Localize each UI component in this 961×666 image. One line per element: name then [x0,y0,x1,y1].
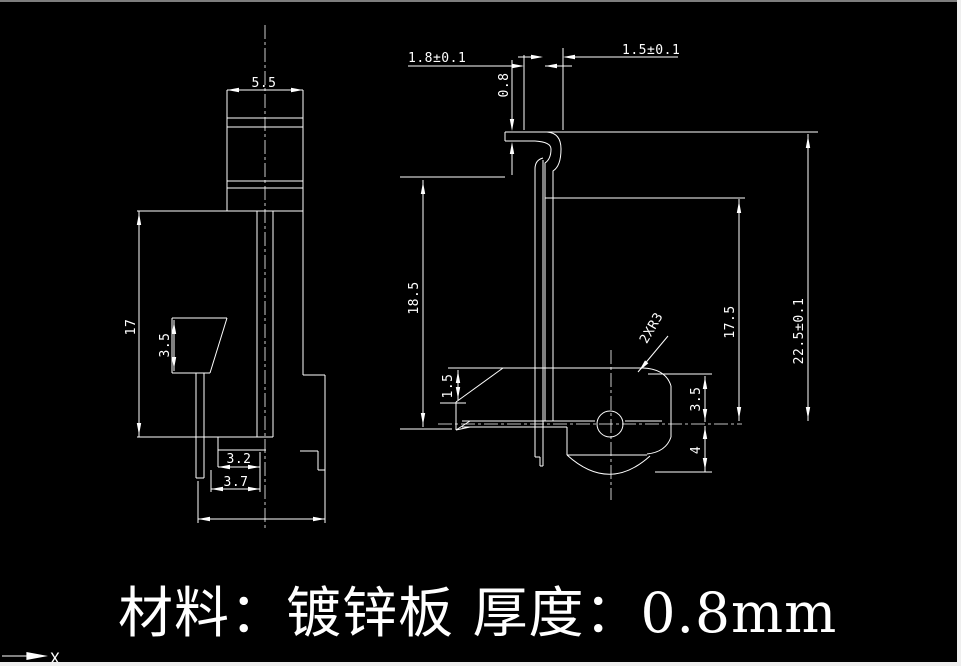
dim-hook-length: 1.8±0.1 [408,51,466,66]
dim-web-height: 18.5 [407,281,422,314]
dim-slot-outer: 3.7 [224,475,249,490]
right-border [957,0,961,666]
dim-step-height: 3.5 [158,333,173,358]
ucs-x-label: X [50,649,60,666]
dim-sheet-thickness: 0.8 [497,73,512,98]
bottom-border [0,662,961,666]
dim-height: 17 [124,319,139,336]
dim-hole-offset-top: 3.5 [689,387,704,412]
dim-hook-gap: 1.5±0.1 [622,43,680,58]
front-view-dimensions: 5.5 17 3.5 3.2 3.7 [124,76,276,490]
dim-notch-height: 1.5 [441,374,456,399]
dim-top-width: 5.5 [252,76,277,91]
ucs-x-axis-icon: X [50,649,60,666]
dim-plate-height: 17.5 [723,305,738,338]
top-border [0,0,961,2]
dim-overall-height: 22.5±0.1 [792,298,807,365]
drawing-geometry [2,25,818,660]
material-note: 材料：镀锌板 厚度：0.8mm [118,581,837,645]
dim-hole-offset-bottom: 4 [689,446,704,454]
dim-slot-inner: 3.2 [227,452,252,467]
